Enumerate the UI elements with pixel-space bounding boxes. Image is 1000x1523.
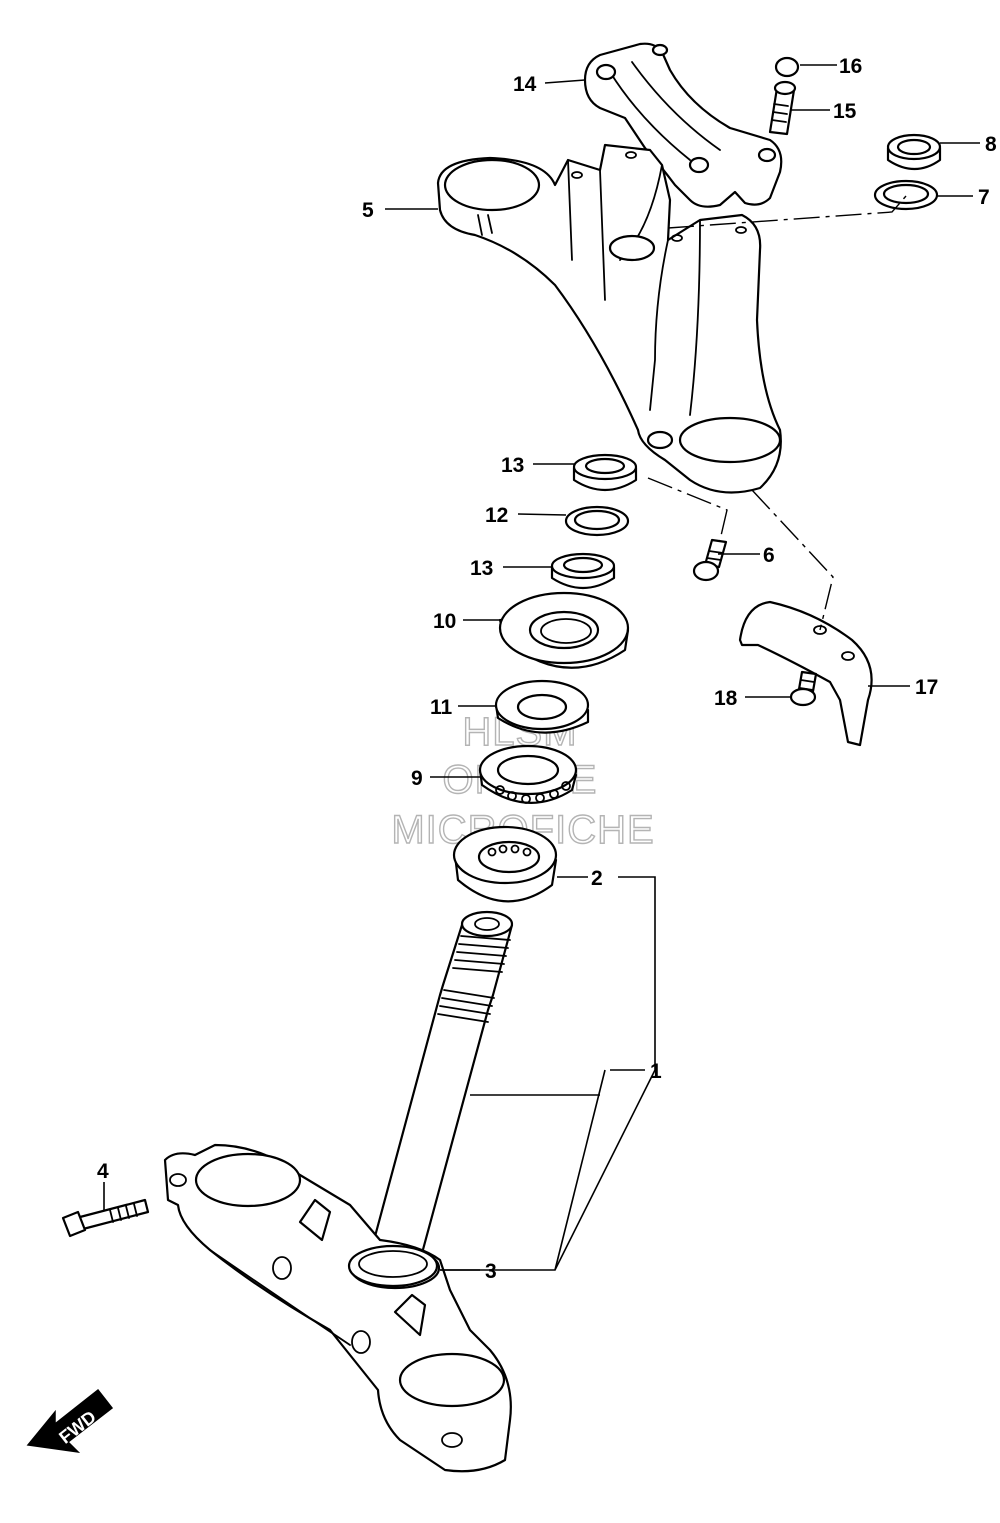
part-15-bolt[interactable] [768, 80, 797, 136]
part-10-dust-seal[interactable] [498, 591, 630, 669]
callout-12: 12 [485, 504, 508, 527]
part-7-washer[interactable] [873, 179, 939, 211]
part-6-bolt[interactable] [692, 538, 728, 582]
callout-1: 1 [650, 1060, 662, 1083]
callout-7: 7 [978, 186, 990, 209]
callout-6: 6 [763, 544, 775, 567]
part-13-upper-nut[interactable] [572, 453, 638, 491]
callout-18: 18 [714, 687, 738, 710]
callout-5: 5 [362, 199, 374, 222]
fwd-direction-arrow: FWD [26, 1388, 114, 1454]
part-18-screw[interactable] [789, 670, 818, 707]
callout-13-upper: 13 [501, 454, 524, 477]
callout-labels: 14 16 15 8 7 5 13 12 13 6 10 11 9 2 1 3 … [97, 55, 997, 1283]
callout-15: 15 [833, 100, 857, 123]
part-13-lower-nut[interactable] [550, 552, 616, 589]
callout-14: 14 [513, 73, 537, 96]
callout-10: 10 [433, 610, 456, 633]
callout-16: 16 [839, 55, 862, 78]
part-1-steering-stem[interactable] [368, 910, 514, 1270]
callout-11: 11 [430, 696, 453, 719]
part-1-lower-bracket[interactable] [163, 1143, 512, 1473]
part-17-bracket[interactable] [738, 600, 873, 747]
callout-9: 9 [411, 767, 423, 790]
callout-3: 3 [485, 1260, 497, 1283]
part-9-ball-bearing[interactable] [478, 744, 578, 804]
part-16-cap[interactable] [774, 56, 800, 78]
callout-13-lower: 13 [470, 557, 493, 580]
callout-17: 17 [915, 676, 938, 699]
part-8-stem-nut[interactable] [886, 133, 942, 171]
callout-8: 8 [985, 133, 997, 156]
part-12-lock-washer[interactable] [564, 505, 630, 537]
alignment-dashed-lines [647, 195, 907, 631]
callout-4: 4 [97, 1160, 109, 1183]
leader-lines [103, 64, 980, 1271]
callout-2: 2 [591, 867, 603, 890]
part-5-upper-bracket[interactable] [436, 143, 782, 494]
part-2-lower-bearing[interactable] [452, 825, 558, 903]
part-4-bolt[interactable] [61, 1198, 150, 1238]
part-3-seal[interactable] [347, 1244, 439, 1288]
part-11-bearing-race[interactable] [494, 679, 590, 734]
part-14-handlebar-holder[interactable] [583, 42, 783, 208]
